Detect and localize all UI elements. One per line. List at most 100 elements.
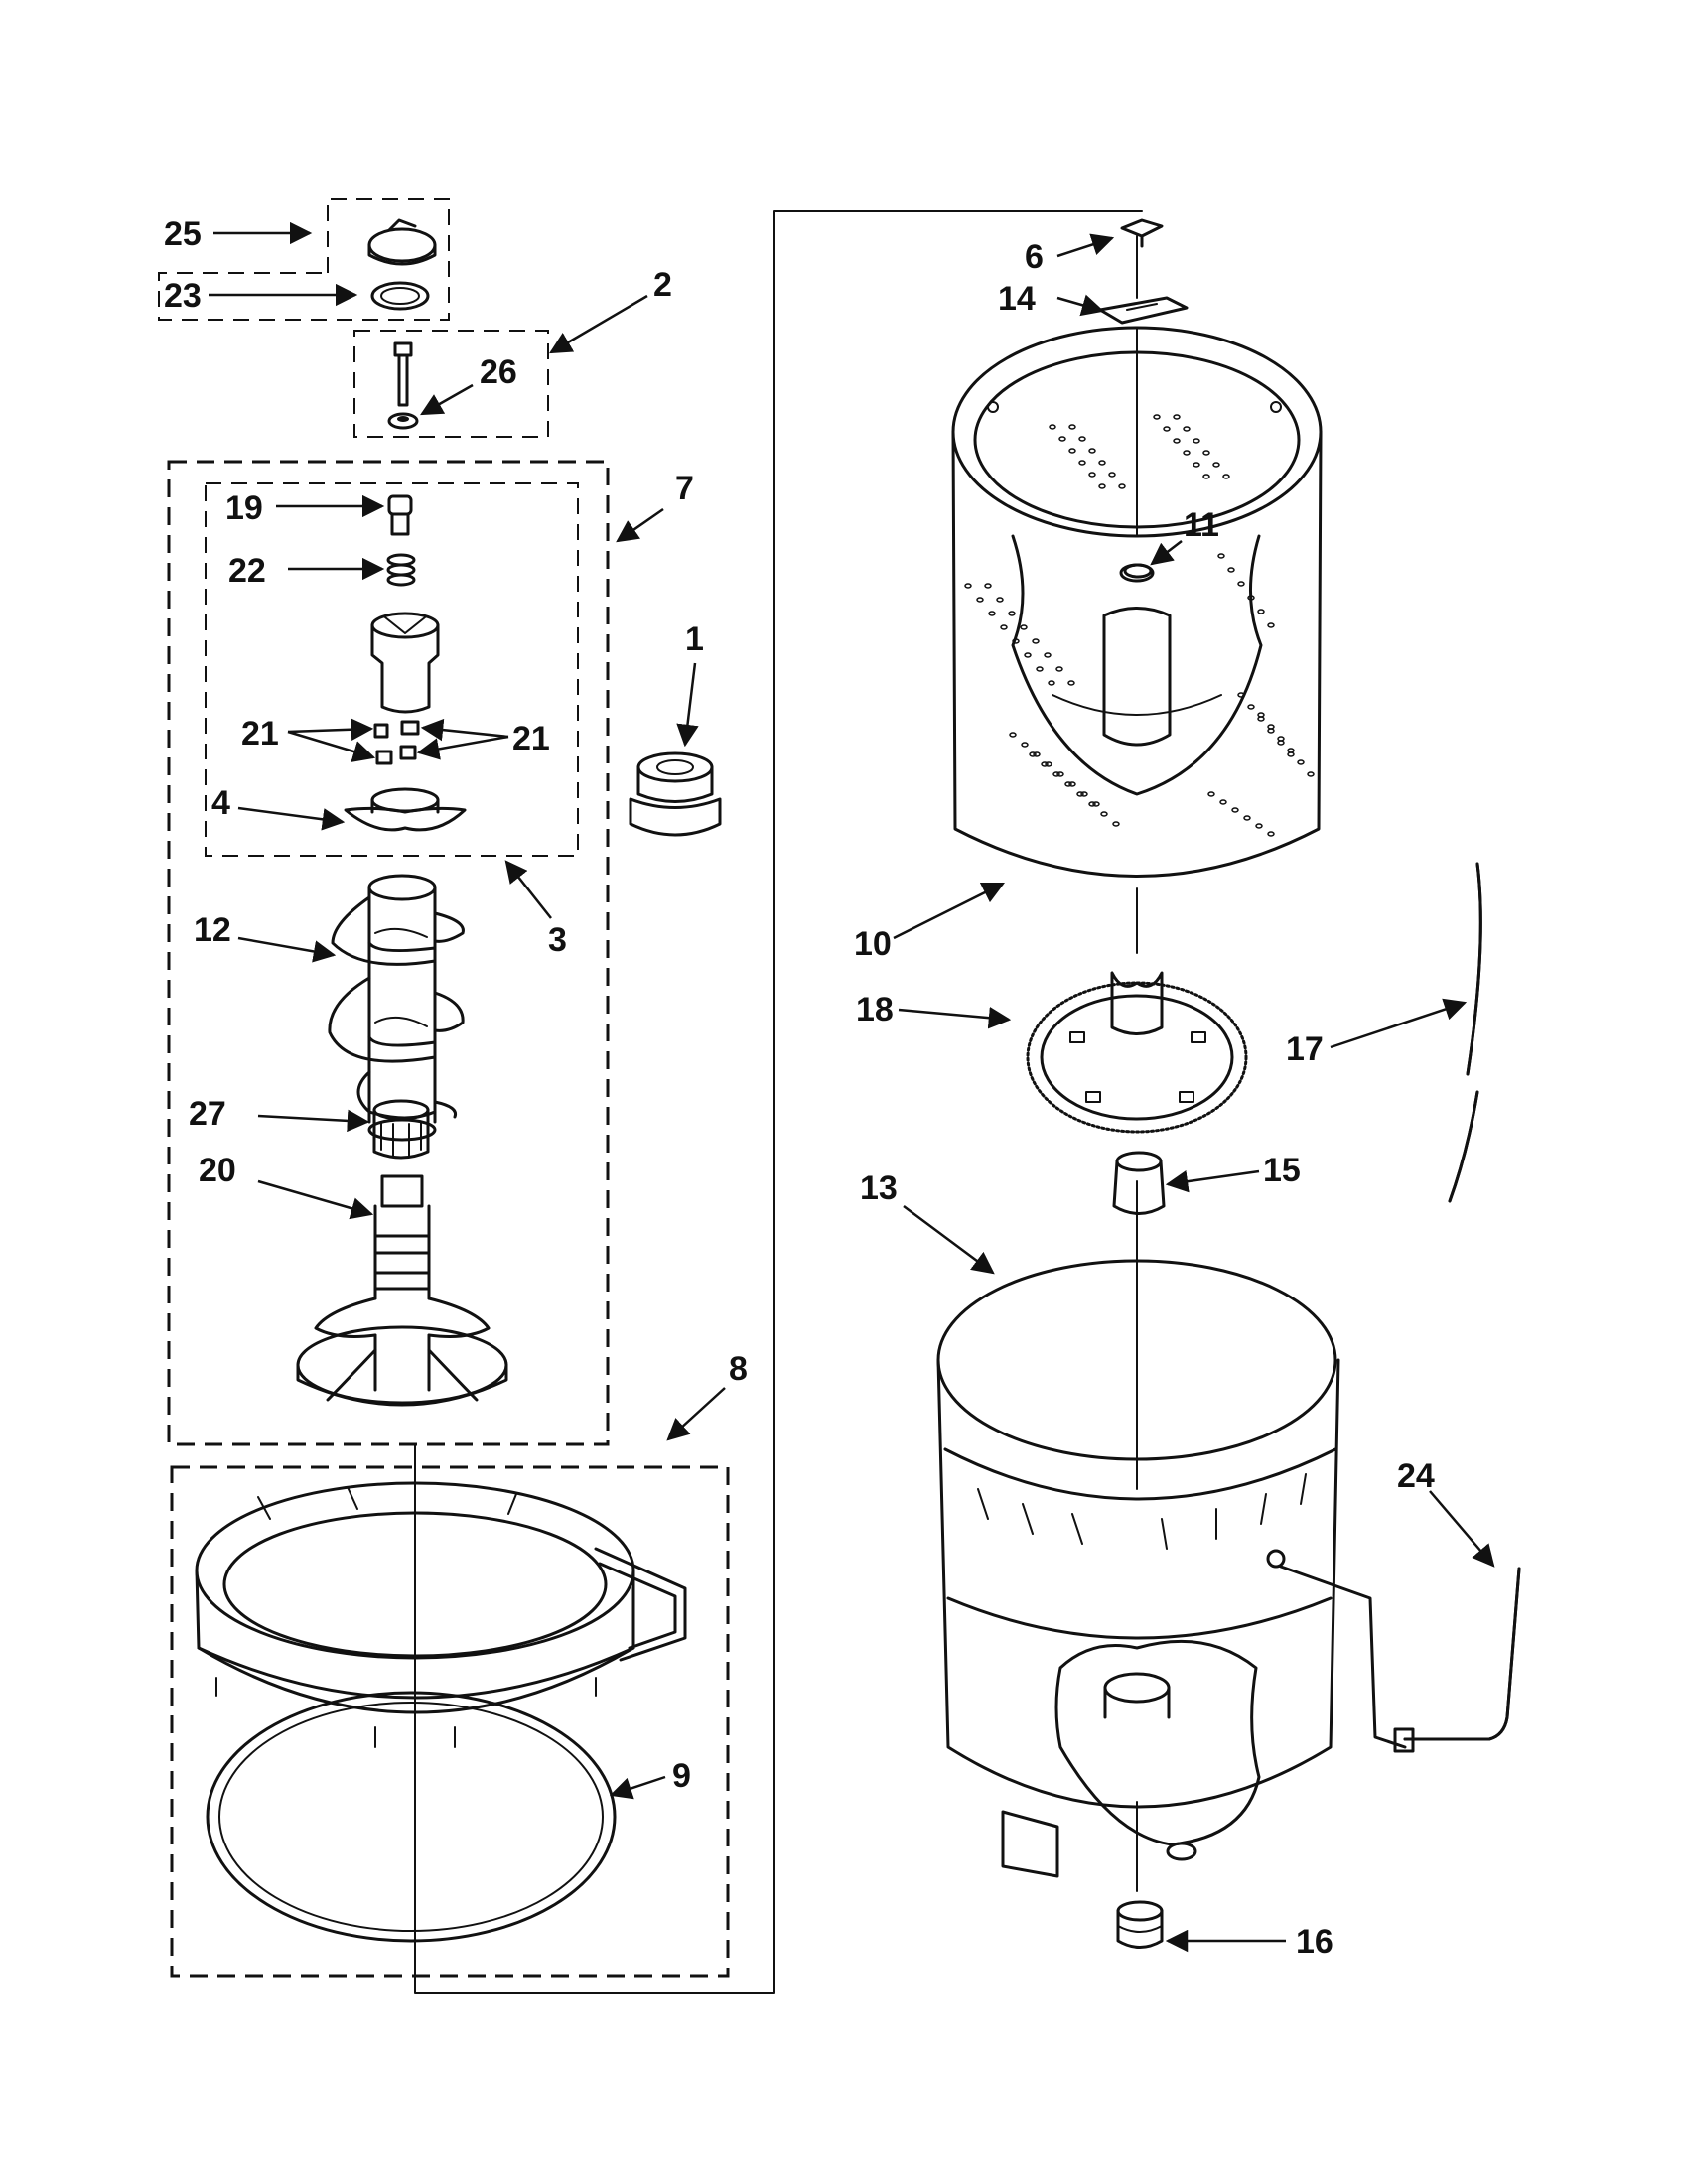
part-cam-body xyxy=(370,612,440,714)
part-14-bracket xyxy=(1098,296,1189,325)
callout-22: 22 xyxy=(228,552,266,590)
perforation-hole xyxy=(1202,474,1210,479)
perforation-hole xyxy=(1021,742,1029,748)
perforation-hole xyxy=(988,611,996,616)
perforation-hole xyxy=(1080,791,1088,797)
perforation-hole xyxy=(1243,815,1251,821)
callout-16: 16 xyxy=(1296,1923,1333,1961)
callout-24: 24 xyxy=(1397,1457,1435,1495)
callout-7: 7 xyxy=(675,470,694,507)
callout-21-right: 21 xyxy=(512,720,550,757)
perforation-hole xyxy=(1297,759,1305,765)
arrow-27 xyxy=(257,1109,370,1133)
leader-arrows xyxy=(209,221,1495,1953)
perforation-hole xyxy=(1049,424,1056,430)
part-19-cap xyxy=(387,494,413,536)
arrow-2 xyxy=(549,294,648,354)
part-9-seal xyxy=(206,1691,617,1943)
perforation-hole xyxy=(1277,736,1285,742)
perforation-hole xyxy=(1267,622,1275,628)
part-24-drain-hose xyxy=(1279,1565,1521,1753)
part-16-plug xyxy=(1116,1900,1164,1949)
group-box-25 xyxy=(158,198,450,321)
perforation-hole xyxy=(1193,462,1200,468)
perforation-hole xyxy=(1118,483,1126,489)
callout-6: 6 xyxy=(1025,238,1044,276)
perforation-hole xyxy=(1068,448,1076,454)
part-1-coupling xyxy=(629,751,722,837)
perforation-hole xyxy=(1052,771,1060,777)
callout-3: 3 xyxy=(548,921,567,959)
arrow-24 xyxy=(1429,1490,1495,1568)
arrow-13 xyxy=(903,1204,995,1275)
perforation-hole xyxy=(1029,751,1037,757)
perforation-hole xyxy=(1088,448,1096,454)
part-13-outer-tub xyxy=(936,1259,1340,1878)
arrow-4 xyxy=(237,806,346,831)
group-box-3 xyxy=(205,482,579,857)
perforation-hole xyxy=(1064,781,1072,787)
perforation-hole xyxy=(1173,414,1181,420)
perforation-hole xyxy=(1088,472,1096,478)
callout-27: 27 xyxy=(189,1095,226,1133)
perforation-hole xyxy=(1067,680,1075,686)
perforation-hole xyxy=(1068,781,1076,787)
perforation-hole xyxy=(1231,807,1239,813)
connector-line-8 xyxy=(414,210,1143,1994)
callout-4: 4 xyxy=(211,784,230,822)
perforation-hole xyxy=(964,583,972,589)
callout-14: 14 xyxy=(998,280,1036,318)
perforation-hole xyxy=(1008,611,1016,616)
part-26-bolt xyxy=(387,341,419,430)
arrow-21b-top xyxy=(420,718,509,742)
perforation-hole xyxy=(1207,791,1215,797)
perforation-hole xyxy=(1036,666,1044,672)
perforation-hole xyxy=(1020,624,1028,630)
part-21-dogs xyxy=(373,720,420,765)
arrow-17 xyxy=(1330,998,1468,1049)
part-8-tub-ring xyxy=(195,1481,687,1748)
perforation-hole xyxy=(1257,712,1265,718)
perforation-hole xyxy=(1055,666,1063,672)
group-box-8 xyxy=(170,1465,730,1978)
perforation-hole xyxy=(1173,438,1181,444)
arrow-20 xyxy=(257,1179,374,1220)
part-25-cap xyxy=(367,218,437,266)
perforation-hole xyxy=(1078,460,1086,466)
perforation-hole xyxy=(1033,751,1041,757)
part-11-nut xyxy=(1123,563,1153,579)
perforation-hole xyxy=(1202,450,1210,456)
perforation-hole xyxy=(1183,450,1191,456)
part-17-hose xyxy=(1448,862,1482,1203)
group-box-2 xyxy=(353,330,549,438)
arrow-10 xyxy=(893,882,1006,940)
perforation-hole xyxy=(1078,436,1086,442)
arrow-26 xyxy=(420,383,474,416)
perforation-hole xyxy=(1307,771,1315,777)
perforation-hole xyxy=(1217,553,1225,559)
callout-23: 23 xyxy=(164,277,202,315)
part-12-auger xyxy=(328,874,465,1142)
part-27-bell xyxy=(372,1099,430,1160)
part-18-fin-ring xyxy=(1026,971,1248,1134)
perforation-hole xyxy=(1088,801,1096,807)
perforation-hole xyxy=(1153,414,1161,420)
perforation-hole xyxy=(1267,831,1275,837)
part-23-ring xyxy=(370,281,430,311)
callout-26: 26 xyxy=(480,353,517,391)
arrow-14 xyxy=(1056,294,1105,317)
perforation-hole xyxy=(1045,761,1052,767)
part-4-retainer xyxy=(344,787,467,832)
callout-1: 1 xyxy=(685,620,704,658)
perforation-hole xyxy=(1108,472,1116,478)
perforation-hole xyxy=(1163,426,1171,432)
arrow-8 xyxy=(666,1387,726,1441)
perforation-hole xyxy=(1048,680,1055,686)
perforation-hole xyxy=(1098,460,1106,466)
callout-labels: 25 23 2 26 19 22 7 1 21 21 4 3 12 27 20 … xyxy=(164,215,1435,1961)
perforation-hole xyxy=(1255,823,1263,829)
perforation-hole xyxy=(1032,638,1040,644)
callout-12: 12 xyxy=(194,911,231,949)
arrow-21b-bot xyxy=(416,735,509,760)
